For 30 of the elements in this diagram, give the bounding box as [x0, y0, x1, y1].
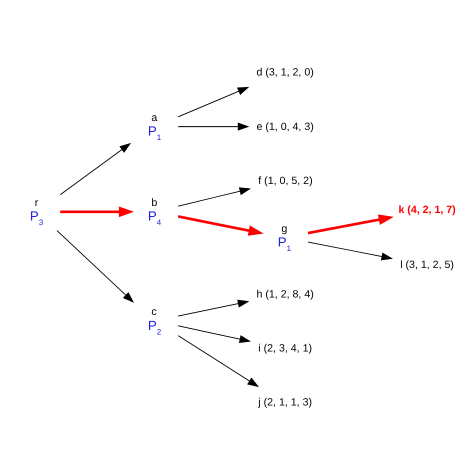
node-text: d (3, 1, 2, 0): [256, 66, 314, 78]
node-text: g: [281, 222, 288, 234]
node-text: j (2, 1, 1, 3): [258, 396, 312, 408]
node-text: i (2, 3, 4, 1): [258, 342, 312, 354]
arrow: [178, 334, 260, 387]
node-label: P$_{1}$: [278, 234, 292, 252]
arrow: [178, 122, 250, 130]
node-text: h (1, 2, 8, 4): [256, 288, 314, 300]
arrow: [178, 186, 252, 206]
arrow: [308, 214, 394, 234]
node-text: a: [151, 111, 158, 124]
node-text: e (1, 0, 4, 3): [256, 120, 314, 132]
arrow: [178, 214, 264, 236]
arrow: [178, 299, 250, 316]
arrow: [178, 324, 252, 343]
node-text: c: [151, 306, 157, 318]
node-text: f (1, 0, 5, 2): [258, 174, 313, 186]
arrow: [56, 230, 134, 302]
node-label: P$_{3}$: [30, 208, 44, 227]
arrow: [60, 142, 132, 195]
arrow: [60, 206, 134, 217]
node-text: k (4, 2, 1, 7): [398, 204, 456, 216]
node-label: P$_{4}$: [148, 208, 162, 227]
node-text: b: [151, 196, 158, 209]
arrow: [178, 86, 250, 117]
node-label: P$_{2}$: [148, 317, 162, 336]
node-text: l (3, 1, 2, 5): [400, 258, 454, 271]
node-label: P$_{1}$: [148, 122, 162, 142]
node-text: r: [34, 196, 38, 209]
arrow: [308, 241, 393, 260]
